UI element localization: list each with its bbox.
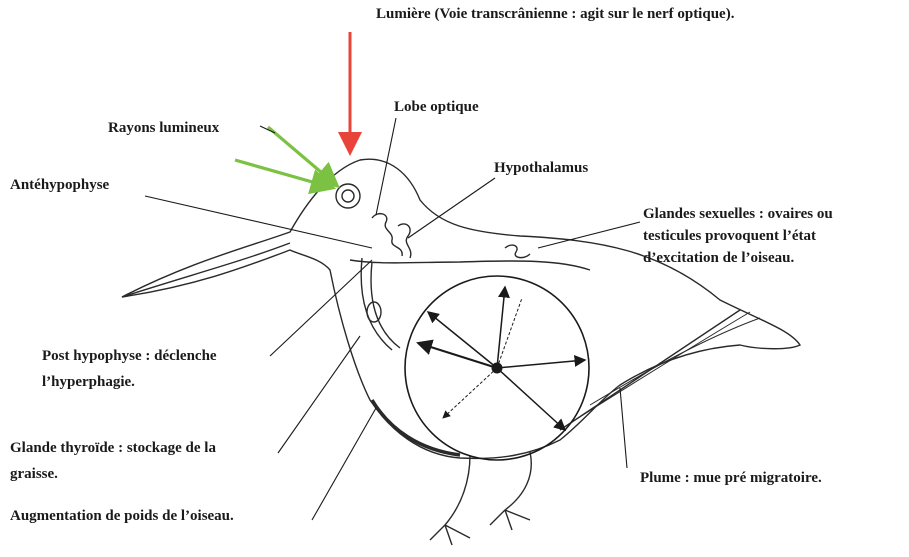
thyroide-line-1: Glande thyroïde : stockage de la xyxy=(10,435,216,461)
thyroide-line-2: graisse. xyxy=(10,461,216,487)
post-line-1: Post hypophyse : déclenche xyxy=(42,343,217,369)
post-line-2: l’hyperphagie. xyxy=(42,369,217,395)
label-plume: Plume : mue pré migratoire. xyxy=(640,468,822,490)
glandes-line-3: d’excitation de l’oiseau. xyxy=(643,248,833,270)
glandes-line-2: testicules provoquent l’état xyxy=(643,226,833,248)
label-post-hypophyse: Post hypophyse : déclenche l’hyperphagie… xyxy=(42,343,217,396)
glandes-line-1: Glandes sexuelles : ovaires ou xyxy=(643,204,833,226)
label-glandes-sexuelles: Glandes sexuelles : ovaires ou testicule… xyxy=(643,204,833,269)
label-rayons-lumineux: Rayons lumineux xyxy=(108,118,219,140)
label-lobe-optique: Lobe optique xyxy=(394,97,479,119)
label-lumiere: Lumière (Voie transcrânienne : agit sur … xyxy=(376,4,734,26)
light-rays-arrows xyxy=(235,127,335,187)
label-augmentation-poids: Augmentation de poids de l’oiseau. xyxy=(10,506,234,528)
metabolism-dial xyxy=(405,276,589,460)
label-glande-thyroide: Glande thyroïde : stockage de la graisse… xyxy=(10,435,216,488)
label-antehypophyse: Antéhypophyse xyxy=(10,175,109,197)
label-hypothalamus: Hypothalamus xyxy=(494,158,588,180)
